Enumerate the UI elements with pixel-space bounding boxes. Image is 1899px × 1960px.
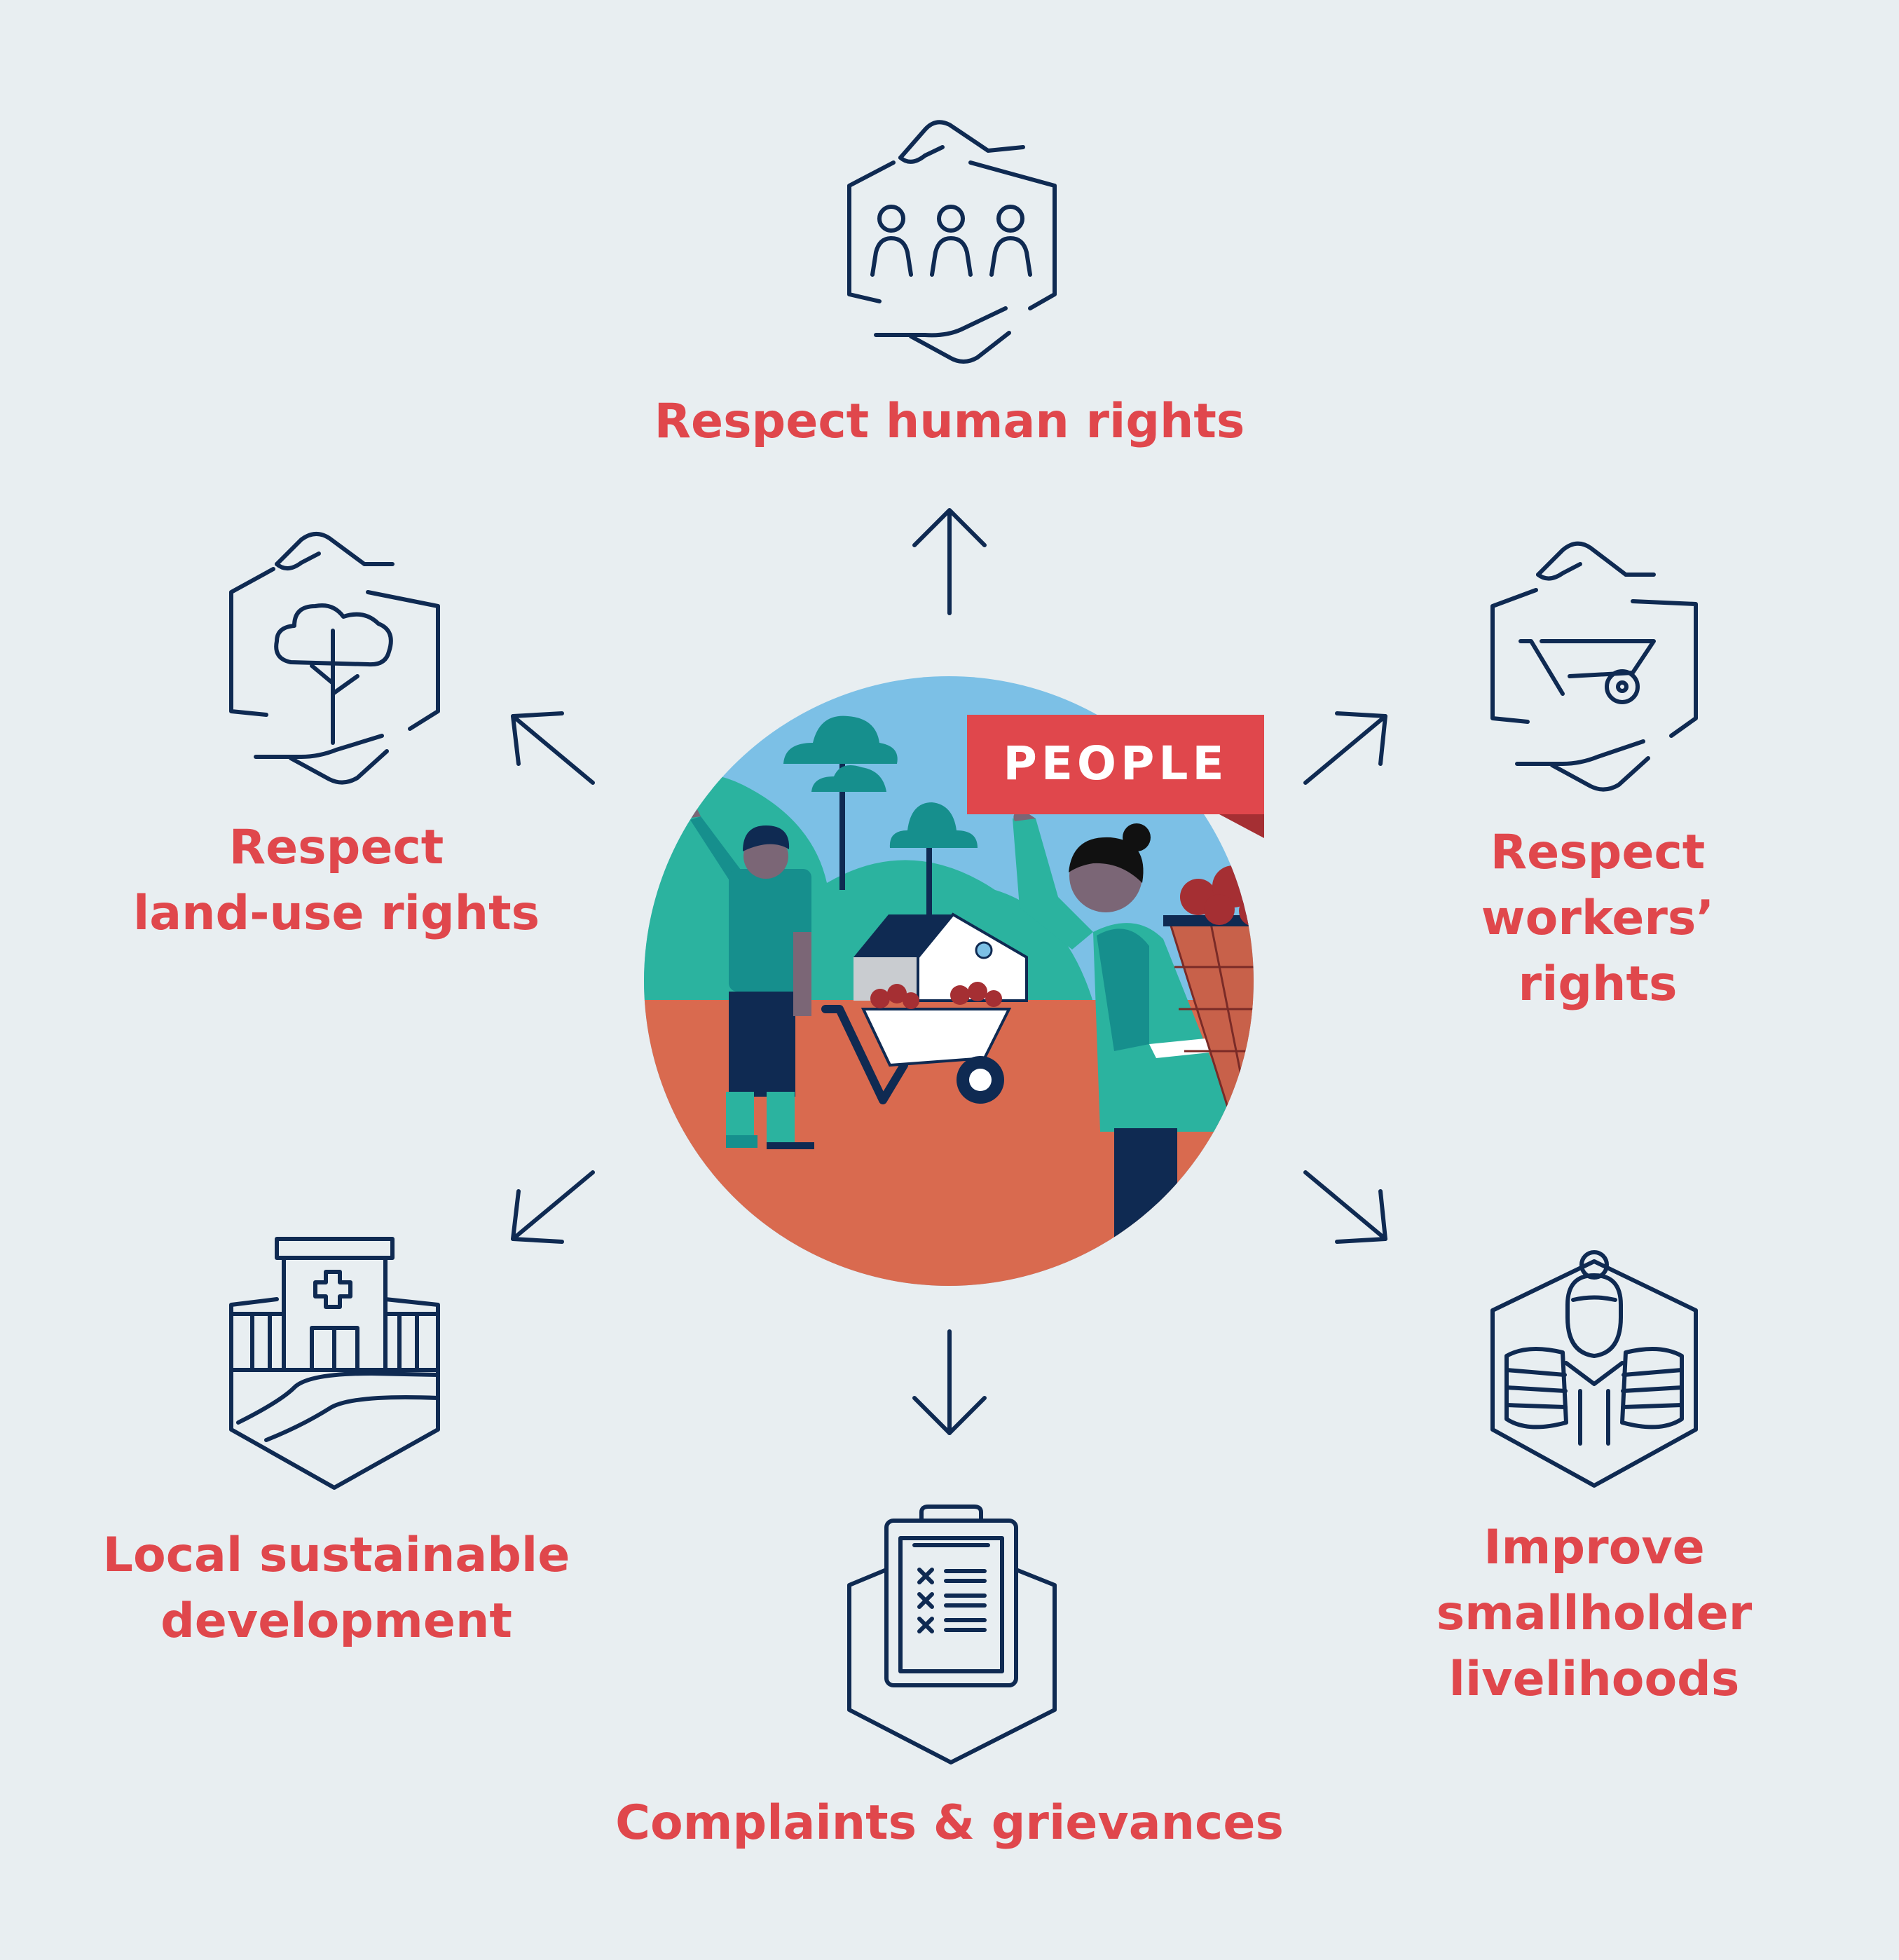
tree-left [783,715,898,890]
arrow-down [912,1329,987,1435]
arrow-lower-left [511,1170,595,1244]
label-line: Local sustainable [102,1528,570,1583]
label-line: rights [1518,957,1678,1012]
tree-middle [889,802,978,939]
label-respect-human-rights: Respect human rights [599,389,1300,455]
label-line: Complaints & grievances [615,1795,1284,1851]
hospital-icon [229,1237,440,1490]
center-illustration: PEOPLE [644,676,1264,1286]
clipboard-icon [847,1505,1057,1764]
label-improve-smallholder-livelihoods: Improve smallholder livelihoods [1366,1515,1822,1713]
label-respect-workers-rights: Respect workers’ rights [1387,820,1808,1017]
people-badge: PEOPLE [967,715,1264,838]
label-line: workers’ [1481,891,1715,946]
center-wheelbarrow [821,982,1012,1104]
people-badge-text: PEOPLE [1003,736,1228,790]
arrow-upper-right [1303,711,1387,785]
label-line: Respect [228,820,444,875]
tree-icon [229,532,440,785]
farmer-icon [1490,1250,1698,1488]
label-line: smallholder [1436,1586,1753,1641]
label-respect-land-use-rights: Respect land-use rights [91,815,582,947]
label-complaints-grievances: Complaints & grievances [547,1790,1352,1856]
house [853,912,1028,1002]
people-group-icon [847,120,1057,364]
label-line: Respect [1490,825,1706,880]
label-line: Respect human rights [654,394,1245,449]
label-local-sustainable-development: Local sustainable development [42,1523,631,1654]
arrows [511,508,1387,1435]
label-line: livelihoods [1448,1652,1740,1707]
label-line: land-use rights [132,886,540,941]
arrow-lower-right [1303,1170,1387,1244]
arrow-upper-left [511,711,595,785]
arrow-up [912,508,987,615]
label-line: development [160,1594,512,1649]
wheelbarrow-icon [1490,541,1698,792]
label-line: Improve [1483,1520,1705,1575]
